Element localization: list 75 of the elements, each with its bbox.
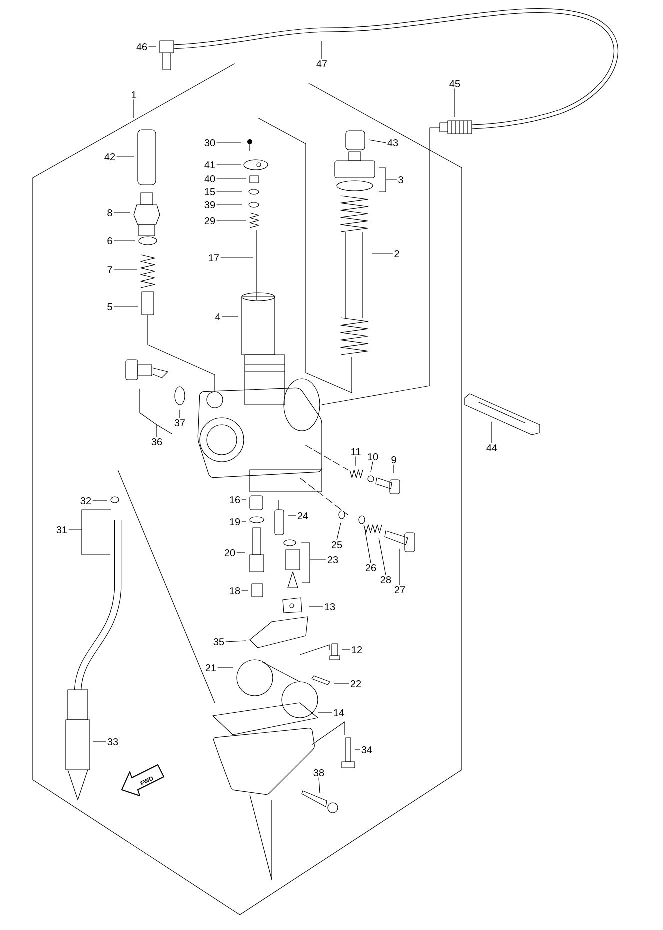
callout-number: 29 <box>204 217 216 225</box>
callout-number: 7 <box>108 266 112 274</box>
leader-line <box>216 178 246 180</box>
leader-line <box>216 204 242 206</box>
leader-line <box>216 142 242 144</box>
callout-number: 38 <box>314 769 324 777</box>
callout-number: 14 <box>334 710 344 716</box>
callout-number: 15 <box>205 188 216 196</box>
callout-number: 32 <box>80 497 92 505</box>
callout-number: 36 <box>152 438 162 446</box>
callout-number: 47 <box>316 60 328 68</box>
callout-number: 43 <box>388 139 398 147</box>
callout-number: 33 <box>108 738 118 746</box>
leader-line <box>236 552 246 554</box>
leader-line <box>216 164 242 166</box>
callout-number: 5 <box>108 304 112 310</box>
callout-number: 37 <box>174 419 186 427</box>
callout-number: 42 <box>104 154 116 160</box>
callout-number: 20 <box>224 549 236 557</box>
leader-line <box>308 606 324 608</box>
callout-number: 10 <box>368 453 378 461</box>
leader-line <box>378 168 398 192</box>
leader-line <box>364 528 372 564</box>
leader-line <box>300 542 326 584</box>
callout-number: 9 <box>392 456 396 464</box>
callout-number: 19 <box>230 518 240 526</box>
callout-number: 22 <box>350 680 362 688</box>
callout-number: 3 <box>398 176 404 184</box>
leader-line <box>378 538 386 576</box>
leader-line <box>242 590 248 592</box>
leader-line <box>368 140 386 144</box>
callout-number: 41 <box>204 162 216 168</box>
callout-number: 44 <box>486 444 498 452</box>
callout-number: 24 <box>298 512 308 520</box>
callout-number: 16 <box>230 496 240 504</box>
callout-number: 21 <box>206 664 216 672</box>
callout-number: 18 <box>230 587 240 595</box>
callout-number: 26 <box>366 564 376 572</box>
callout-number: 39 <box>204 201 216 209</box>
leader-line <box>216 220 246 222</box>
callout-number: 34 <box>362 746 372 754</box>
leader-line <box>148 46 156 48</box>
callout-number: 17 <box>209 254 220 262</box>
callout-number: 8 <box>108 209 112 217</box>
callout-number: 13 <box>325 603 336 611</box>
leader-line <box>226 640 246 642</box>
leader-line <box>318 778 320 794</box>
leader-line <box>68 510 112 556</box>
callout-number: 4 <box>215 314 220 320</box>
callout-number: 45 <box>450 80 460 88</box>
leader-line <box>222 316 238 318</box>
leader-line <box>318 712 332 714</box>
callout-number: 6 <box>108 237 112 245</box>
leader-line <box>114 212 130 214</box>
leader-line <box>454 88 456 118</box>
leader-line <box>114 240 136 242</box>
callout-number: 11 <box>352 448 361 456</box>
callout-number: 30 <box>204 139 216 147</box>
callout-number: 40 <box>204 175 216 183</box>
leader-line <box>370 462 374 472</box>
leader-line <box>336 522 342 540</box>
callout-number: 12 <box>352 646 362 654</box>
leader-line <box>140 388 172 438</box>
callout-number: 35 <box>214 638 224 646</box>
callout-number: 2 <box>394 250 400 258</box>
leader-line <box>92 500 108 502</box>
callout-number: 31 <box>56 526 68 534</box>
callout-number: 1 <box>132 92 136 98</box>
callout-number: 25 <box>332 541 342 549</box>
callout-number: 46 <box>136 43 148 51</box>
callout-number: 23 <box>328 556 338 564</box>
leader-line <box>116 156 134 158</box>
leader-line <box>114 306 138 308</box>
callout-number: 27 <box>394 586 406 594</box>
callout-number: 28 <box>380 576 392 584</box>
